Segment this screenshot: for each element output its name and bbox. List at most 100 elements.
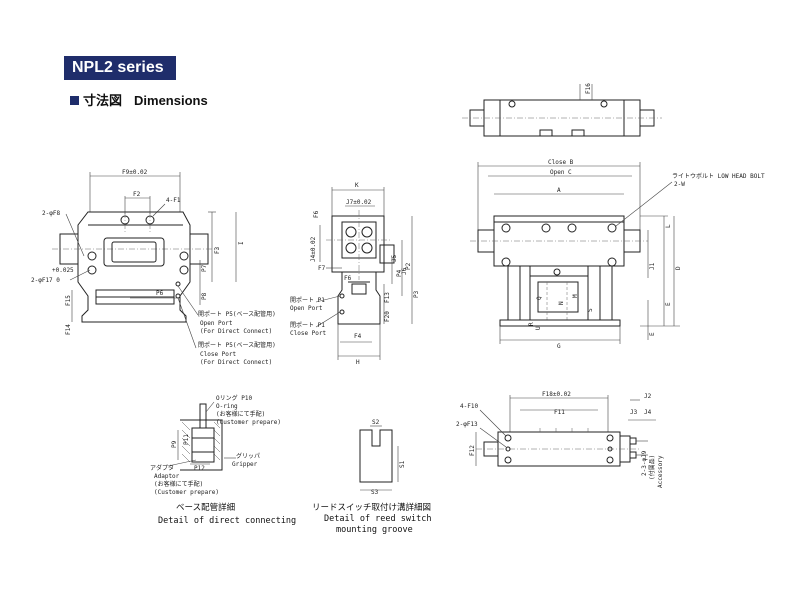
dim-close-b: Close B	[548, 159, 574, 166]
note-bolt-spec: 2-W	[674, 181, 685, 188]
dim-open-c: Open C	[550, 169, 572, 176]
note-p5-open-en1: Open Port	[200, 320, 233, 327]
dim-f17: 2-φF17 0	[31, 277, 60, 284]
detail-connect-caption-jp: ベース配管詳細	[176, 502, 235, 513]
dim-p3: P3	[413, 290, 420, 298]
dim-s: S	[587, 308, 594, 312]
dim-e: E	[665, 302, 672, 306]
dim-j4: J4±0.02	[310, 236, 317, 262]
side-view: K J7±0.02 F6 J4±0.02 J5 J6 F7 F6 P4 P3	[290, 182, 420, 366]
dim-accessory-en: Accessory	[657, 455, 664, 488]
oring-jp: Oリング P10	[216, 394, 252, 402]
dim-m: M	[572, 294, 579, 298]
front-view: F9±0.02 F2 4-F1 2-φF8 +0	[31, 169, 276, 366]
gripper-en: Gripper	[232, 461, 258, 468]
dim-e2: E	[649, 332, 656, 336]
dim-a: A	[557, 187, 561, 194]
detail-connect-caption-en: Detail of direct connecting	[158, 516, 296, 526]
detail-groove-caption-en1: Detail of reed switch	[324, 514, 431, 524]
dim-n: N	[558, 301, 565, 305]
detail-groove-caption-jp: リードスイッチ取付け溝詳細図	[312, 502, 431, 513]
dim-p12: P12	[194, 465, 205, 472]
dim-f9: F9±0.02	[122, 169, 148, 176]
dim-u: U	[535, 326, 542, 330]
series-title: NPL2 series	[64, 56, 176, 80]
note-p5-open-jp: 開ポート P5(ベース配管用)	[198, 310, 276, 318]
adaptor-en: Adaptor	[154, 473, 180, 480]
dim-j7: J7±0.02	[346, 199, 372, 206]
dim-f12: F12	[469, 445, 476, 456]
dim-f3: F3	[214, 246, 221, 254]
dim-s3: S3	[371, 489, 379, 496]
dim-p4: P4	[396, 269, 403, 277]
note-bolt-jp: ライトウボルト LOW HEAD BOLT	[672, 172, 765, 180]
note-p1-close-jp: 閉ポート P1	[290, 321, 325, 329]
dim-f13: F13	[384, 292, 391, 303]
oring-cust-jp: (お客様にて手配)	[216, 410, 265, 418]
top-strip-view: F16	[462, 83, 662, 137]
dim-j5: J5	[391, 254, 398, 262]
note-p5-close-en1: Close Port	[200, 351, 237, 358]
dim-f18: F18±0.02	[542, 391, 571, 398]
dim-r: R	[528, 322, 535, 326]
dim-g: G	[557, 343, 561, 350]
dim-j4-b: J4	[644, 409, 652, 416]
note-p5-close-en2: (For Direct Connect)	[200, 359, 272, 366]
dim-f15: F15	[65, 295, 72, 306]
dim-accessory: 2-3-φJ9	[641, 450, 648, 476]
note-p5-close-jp: 閉ポート P5(ベース配管用)	[198, 341, 276, 349]
section-title: 寸法図 Dimensions	[70, 90, 208, 109]
detail-reed-groove: S2 S1 S3 リードスイッチ取付け溝詳細図 Detail of reed s…	[312, 419, 431, 535]
adaptor-jp: アダプタ	[150, 464, 174, 472]
dim-j3: J3	[630, 409, 638, 416]
square-bullet-icon	[70, 96, 79, 105]
section-title-en: Dimensions	[134, 93, 208, 108]
dim-f13-b: 2-φF13	[456, 421, 478, 428]
adaptor-cust-en: (Customer prepare)	[154, 489, 219, 496]
dim-f6: F6	[344, 275, 352, 282]
dim-q: Q	[536, 296, 543, 300]
dim-f2: F2	[133, 191, 141, 198]
dim-f11: F11	[554, 409, 565, 416]
dim-p6: P6	[156, 290, 164, 297]
dim-s1: S1	[399, 460, 406, 468]
dim-i: I	[238, 241, 245, 245]
dim-j6: J6	[401, 267, 408, 275]
dim-f7: F7	[318, 265, 326, 272]
dim-p2: P2	[405, 262, 412, 270]
dim-p11: P11	[183, 434, 190, 445]
note-p5-open-en2: (For Direct Connect)	[200, 328, 272, 335]
gripper-jp: グリッパ	[236, 452, 260, 460]
bottom-view: F18±0.02 F11 4-F10 2-φF13 F12 J2 J3 J4 2…	[456, 391, 664, 488]
right-main-view: Close B Open C A L J1 D E	[470, 159, 765, 350]
dim-l: L	[665, 224, 672, 228]
dim-p8: P8	[201, 292, 208, 300]
dim-f20: F20	[384, 311, 391, 322]
dim-p9: P9	[171, 440, 178, 448]
dim-j2: J2	[644, 393, 652, 400]
dim-accessory-jp: (付属品)	[648, 455, 656, 480]
dim-f16: F16	[585, 83, 592, 94]
section-title-jp: 寸法図	[83, 93, 123, 108]
dim-f4: F4	[354, 333, 362, 340]
note-p1-close-en: Close Port	[290, 330, 327, 337]
dim-f6-top: F6	[313, 210, 320, 218]
oring-cust-en: (Customer prepare)	[216, 419, 281, 426]
dim-f1: 4-F1	[166, 197, 181, 204]
dim-f10: 4-F10	[460, 403, 478, 410]
note-p1-open-jp: 開ポート P1	[290, 296, 325, 304]
dim-k: K	[355, 182, 359, 189]
oring-en: O-ring	[216, 403, 238, 410]
adaptor-cust-jp: (お客様にて手配)	[154, 480, 203, 488]
dim-f14: F14	[65, 324, 72, 335]
dim-f8: 2-φF8	[42, 210, 60, 217]
dim-s2: S2	[372, 419, 380, 426]
detail-direct-connecting: P9 P11 P12 Oリング P10 O-ring (お客様にて手配) (Cu…	[150, 394, 296, 526]
detail-groove-caption-en2: mounting groove	[336, 525, 413, 535]
dim-f17-tol: +0.025	[52, 267, 74, 274]
dim-j1: J1	[649, 262, 656, 270]
note-p1-open-en: Open Port	[290, 305, 323, 312]
dim-p7: P7	[201, 264, 208, 272]
dim-d: D	[675, 266, 682, 270]
